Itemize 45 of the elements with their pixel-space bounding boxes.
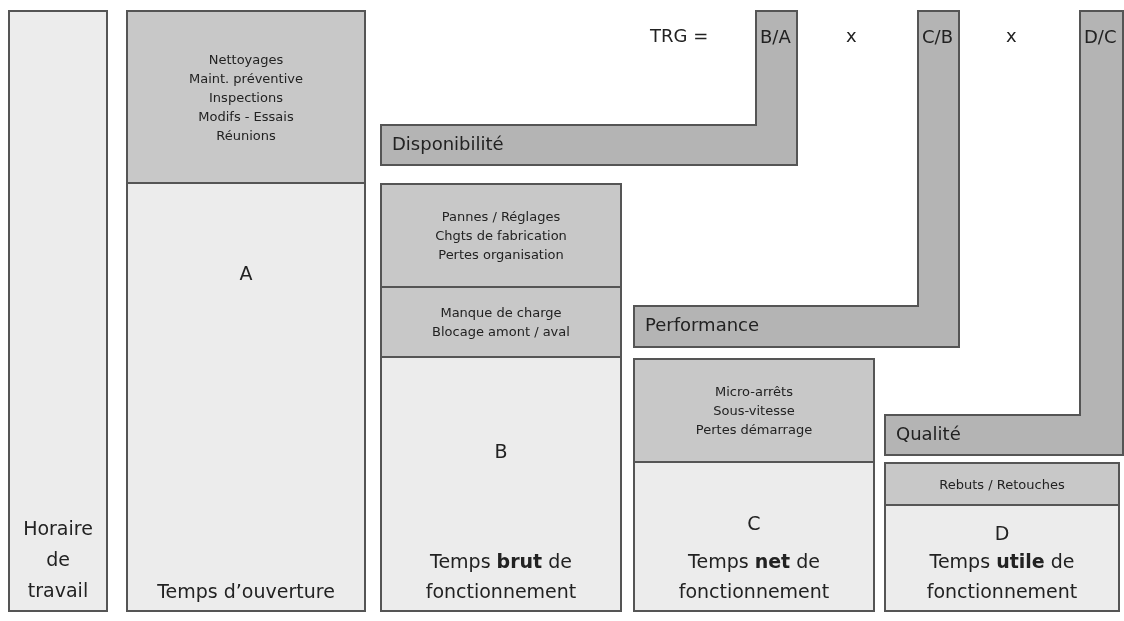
column-box: [8, 10, 108, 612]
ratio-label: B/A: [760, 26, 791, 47]
time-letter: A: [238, 261, 254, 286]
time-label: Temps brut de fonctionnement: [424, 549, 578, 604]
loss-item: Modifs - Essais: [198, 107, 294, 126]
formula-text: TRG =: [650, 25, 709, 46]
time-box: [633, 461, 875, 612]
formula-text: x: [846, 25, 857, 46]
loss-item: Réunions: [216, 126, 276, 145]
time-box: [884, 504, 1120, 612]
loss-item: Sous-vitesse: [713, 402, 795, 420]
ratio-label: C/B: [922, 26, 953, 47]
ratio-label: D/C: [1084, 26, 1117, 47]
time-label: Temps net de fonctionnement: [677, 549, 831, 604]
loss-item: Inspections: [209, 88, 283, 107]
time-letter: C: [746, 511, 762, 536]
ratio-name: Performance: [645, 314, 760, 335]
time-letter: D: [993, 521, 1011, 546]
loss-box: [380, 183, 622, 288]
loss-item: Pertes organisation: [438, 246, 564, 264]
loss-item: Maint. préventive: [188, 69, 303, 88]
ratio-name: Disponibilité: [392, 133, 504, 154]
loss-item: Manque de charge: [440, 304, 562, 322]
loss-item: Nettoyages: [208, 50, 284, 69]
loss-box: [380, 286, 622, 358]
ratio-bracket: [884, 10, 1124, 456]
ratio-bracket: [380, 10, 800, 166]
ratio-bracket: [633, 10, 962, 348]
loss-item: Rebuts / Retouches: [939, 475, 1065, 494]
loss-box: [884, 462, 1120, 506]
loss-item: Pannes / Réglages: [441, 208, 561, 226]
time-box: [380, 356, 622, 612]
time-box: [126, 182, 366, 612]
formula-text: x: [1006, 25, 1017, 46]
time-letter: B: [493, 439, 509, 464]
loss-box: [126, 10, 366, 184]
loss-item: Chgts de fabrication: [435, 227, 567, 245]
loss-box: [633, 358, 875, 463]
loss-item: Blocage amont / aval: [432, 323, 570, 341]
loss-item: Pertes démarrage: [695, 421, 813, 439]
time-label: Temps utile de fonctionnement: [925, 549, 1079, 604]
ratio-name: Qualité: [896, 423, 961, 444]
loss-item: Micro-arrêts: [715, 383, 793, 401]
time-label: Temps d’ouverture: [156, 579, 336, 604]
column-label: Horaire de travail: [22, 516, 94, 603]
